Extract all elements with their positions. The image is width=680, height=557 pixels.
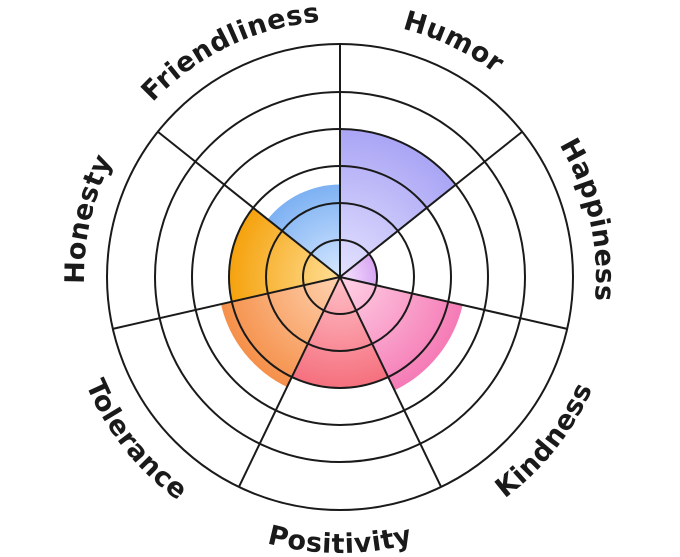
label-honesty: Honesty [60, 149, 119, 284]
label-positivity: Positivity [265, 520, 415, 557]
sector-humor [340, 129, 456, 277]
sector-happiness [340, 253, 378, 286]
sector-honesty [229, 207, 340, 302]
label-tolerance: Tolerance [79, 375, 193, 507]
sectors-layer [220, 129, 463, 391]
grid-layer [106, 43, 574, 511]
sector-tolerance [220, 277, 340, 388]
spoke-7 [157, 130, 341, 278]
spoke-4 [339, 276, 442, 488]
spoke-3 [339, 276, 568, 330]
spoke-5 [238, 276, 341, 488]
sector-positivity [291, 277, 389, 389]
label-friendliness: Friendliness [136, 0, 322, 107]
spoke-2 [339, 130, 523, 278]
spoke-6 [112, 276, 341, 330]
label-humor: Humor [400, 5, 510, 79]
sector-friendliness [267, 184, 340, 277]
label-happiness: Happiness [553, 133, 620, 302]
sector-kindness [340, 277, 463, 391]
